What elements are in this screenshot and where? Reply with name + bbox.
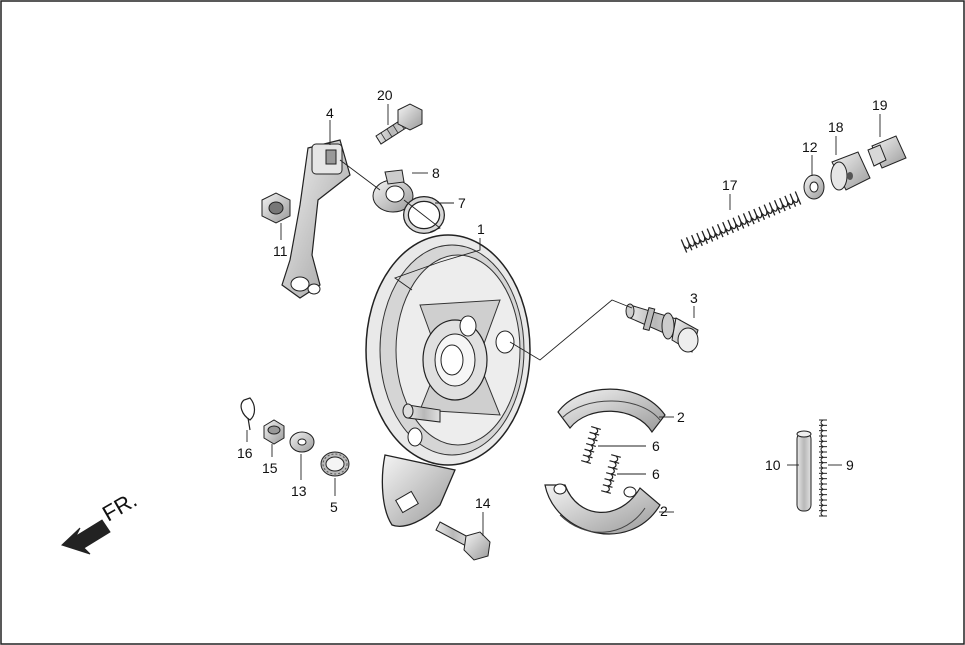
callout-8: 8	[432, 165, 440, 181]
callout-labels: 1 2 2 3 4 5 6 6 7 8 9 10 11 12 13 14 15 …	[237, 87, 888, 519]
part-bearing-5	[320, 451, 350, 477]
part-spring-17	[680, 191, 802, 253]
part-nut-11	[261, 192, 291, 224]
part-washer-12	[803, 174, 825, 200]
callout-7: 7	[458, 195, 466, 211]
part-brake-arm	[281, 139, 351, 299]
callout-18: 18	[828, 119, 844, 135]
callout-2-lower: 2	[660, 503, 668, 519]
callout-12: 12	[802, 139, 818, 155]
part-pin-10	[796, 430, 812, 512]
callout-15: 15	[262, 460, 278, 476]
callout-3: 3	[690, 290, 698, 306]
part-brake-shoe-upper	[557, 388, 666, 434]
part-cotter-pin-16	[240, 397, 256, 431]
callout-1: 1	[477, 221, 485, 237]
part-spring-9	[819, 419, 827, 517]
callout-16: 16	[237, 445, 253, 461]
callout-14: 14	[475, 495, 491, 511]
callout-2-upper: 2	[677, 409, 685, 425]
part-shoe-spring-6a	[581, 426, 601, 464]
part-brake-cam-3	[625, 303, 699, 353]
front-arrow-icon	[61, 519, 111, 555]
part-brake-panel	[365, 234, 531, 527]
callout-5: 5	[330, 499, 338, 515]
callout-10: 10	[765, 457, 781, 473]
part-nut-15	[263, 419, 285, 445]
callout-13: 13	[291, 483, 307, 499]
callout-6-lower: 6	[652, 466, 660, 482]
callout-6-upper: 6	[652, 438, 660, 454]
part-joint-18	[830, 151, 871, 191]
part-brake-shoe-lower	[544, 483, 661, 535]
callout-20: 20	[377, 87, 393, 103]
callout-11: 11	[273, 243, 288, 259]
part-bolt-14	[435, 521, 491, 561]
part-indicator-plate-8	[372, 169, 414, 213]
leader-lines	[246, 104, 881, 536]
part-washer-13	[289, 431, 315, 453]
callout-19: 19	[872, 97, 888, 113]
callout-4: 4	[326, 105, 334, 121]
part-shoe-spring-6b	[601, 454, 621, 494]
part-bolt-20	[375, 103, 423, 145]
callout-17: 17	[722, 177, 738, 193]
callout-9: 9	[846, 457, 854, 473]
part-o-ring-7	[403, 196, 445, 234]
part-adjusting-nut-19	[867, 135, 907, 169]
